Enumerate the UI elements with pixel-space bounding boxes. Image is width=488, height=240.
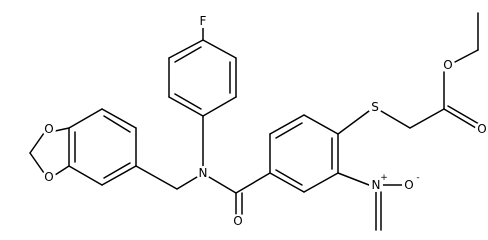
fluorine-label: F <box>200 14 207 28</box>
atom-labels: F N O O S O N + O - <box>42 14 488 228</box>
bond-line <box>202 39 237 59</box>
amide-nitrogen-label: N <box>199 166 208 180</box>
nitro-oxygen-charge: - <box>416 173 419 183</box>
atom-ester-ether-oxygen: O <box>441 58 455 72</box>
bond-line <box>174 46 202 63</box>
bond-line <box>380 110 411 129</box>
bond-line <box>208 176 237 194</box>
dioxole-oxygen-bottom-label: O <box>44 170 53 184</box>
bond-line <box>303 172 339 193</box>
bond-line <box>303 114 339 135</box>
nitro-nitrogen-charge: + <box>380 173 388 183</box>
bond-line <box>174 93 202 110</box>
bond-line <box>454 49 479 63</box>
bond-line <box>68 108 103 129</box>
bond-line <box>29 152 45 174</box>
bond-line <box>103 162 131 179</box>
atom-fluorine: F <box>196 14 210 28</box>
bond-line <box>103 115 131 133</box>
bond-lines <box>29 12 480 231</box>
atom-thioether-sulfur: S <box>368 100 382 114</box>
ester-ether-oxygen-label: O <box>443 58 452 72</box>
bond-line <box>101 108 137 129</box>
bond-line <box>409 108 445 129</box>
bond-line <box>168 96 204 117</box>
dioxole-oxygen-top-label: O <box>44 122 53 136</box>
bond-line <box>54 165 70 176</box>
bond-line <box>275 169 303 186</box>
thioether-sulfur-label: S <box>371 100 379 114</box>
bond-line <box>447 105 480 125</box>
bond-line <box>176 176 198 190</box>
bond-line <box>235 172 271 194</box>
atom-amide-nitrogen: N <box>196 166 210 180</box>
bond-line <box>443 108 477 129</box>
atom-nitro-nitrogen: N + <box>369 173 388 192</box>
bond-line <box>29 132 45 154</box>
atom-nitro-oxygen: O - <box>402 173 420 192</box>
bond-line <box>202 96 237 117</box>
atom-ester-carbonyl-oxygen: O <box>475 122 488 136</box>
bond-line <box>168 39 204 59</box>
bond-line <box>68 165 103 186</box>
bond-line <box>54 127 70 132</box>
bond-line <box>269 114 305 135</box>
bond-line <box>275 122 303 139</box>
ester-carbonyl-oxygen-label: O <box>477 122 486 136</box>
nitro-nitrogen-label: N <box>372 178 381 192</box>
atom-amide-oxygen: O <box>231 214 245 228</box>
bond-line <box>101 165 137 186</box>
amide-oxygen-label: O <box>233 214 242 228</box>
bond-line <box>337 110 370 135</box>
nitro-oxygen-label: O <box>404 178 413 192</box>
atom-dioxole-oxygen-top: O <box>42 122 56 136</box>
bond-line <box>269 172 305 193</box>
bond-line <box>135 165 178 190</box>
atom-dioxole-oxygen-bottom: O <box>42 170 56 184</box>
bond-line <box>337 172 370 186</box>
